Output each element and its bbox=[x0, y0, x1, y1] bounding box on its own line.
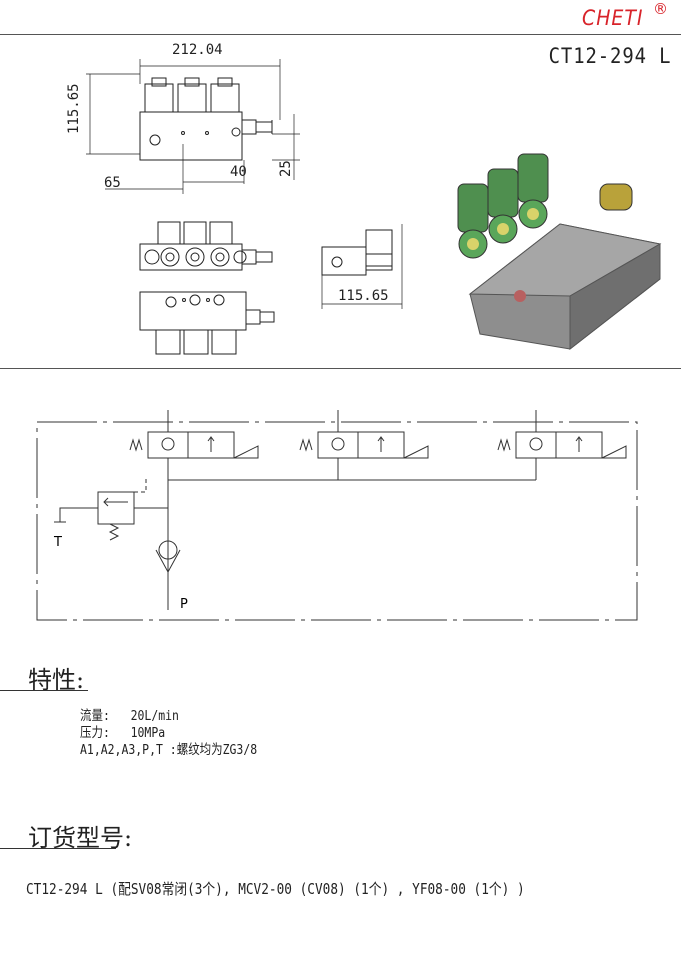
brand-logo: CHETI bbox=[582, 6, 644, 30]
pressure-value: 10MPa bbox=[130, 725, 166, 741]
dim-25: 25 bbox=[278, 160, 294, 177]
dim-side: 115.65 bbox=[338, 288, 389, 304]
flow-value: 20L/min bbox=[130, 708, 179, 724]
bottom-view bbox=[139, 291, 275, 355]
drawing-rule bbox=[0, 368, 681, 369]
side-view bbox=[321, 224, 403, 309]
header-rule bbox=[0, 34, 681, 35]
port-t-label: T bbox=[53, 535, 62, 550]
ordering-code: CT12-294 L (配SV08常闭(3个), MCV2-00 (CV08) … bbox=[26, 880, 525, 898]
pressure-row: 压力: 10MPa bbox=[80, 725, 165, 742]
features-rule bbox=[0, 690, 88, 691]
port-p-label: P bbox=[180, 597, 188, 612]
dim-width: 212.04 bbox=[172, 42, 223, 58]
model-number: CT12-294 L bbox=[548, 44, 671, 68]
dim-65: 65 bbox=[104, 175, 121, 191]
thread-row: A1,A2,A3,P,T :螺纹均为ZG3/8 bbox=[80, 742, 258, 758]
technical-drawing: 212.04 115.65 40 25 65 115.65 bbox=[66, 42, 662, 355]
ordering-rule bbox=[0, 848, 116, 849]
registered-mark: ® bbox=[653, 0, 668, 18]
product-render bbox=[457, 153, 662, 351]
hydraulic-schematic: T P bbox=[36, 410, 638, 621]
front-view bbox=[86, 59, 300, 194]
features-title: 特性: bbox=[28, 666, 85, 694]
top-view bbox=[139, 221, 273, 271]
pressure-label: 压力: bbox=[80, 725, 110, 741]
flow-row: 流量: 20L/min bbox=[80, 708, 179, 725]
dim-40: 40 bbox=[230, 164, 247, 180]
dim-height: 115.65 bbox=[66, 83, 82, 134]
flow-label: 流量: bbox=[80, 708, 110, 724]
ordering-title: 订货型号: bbox=[28, 824, 133, 852]
